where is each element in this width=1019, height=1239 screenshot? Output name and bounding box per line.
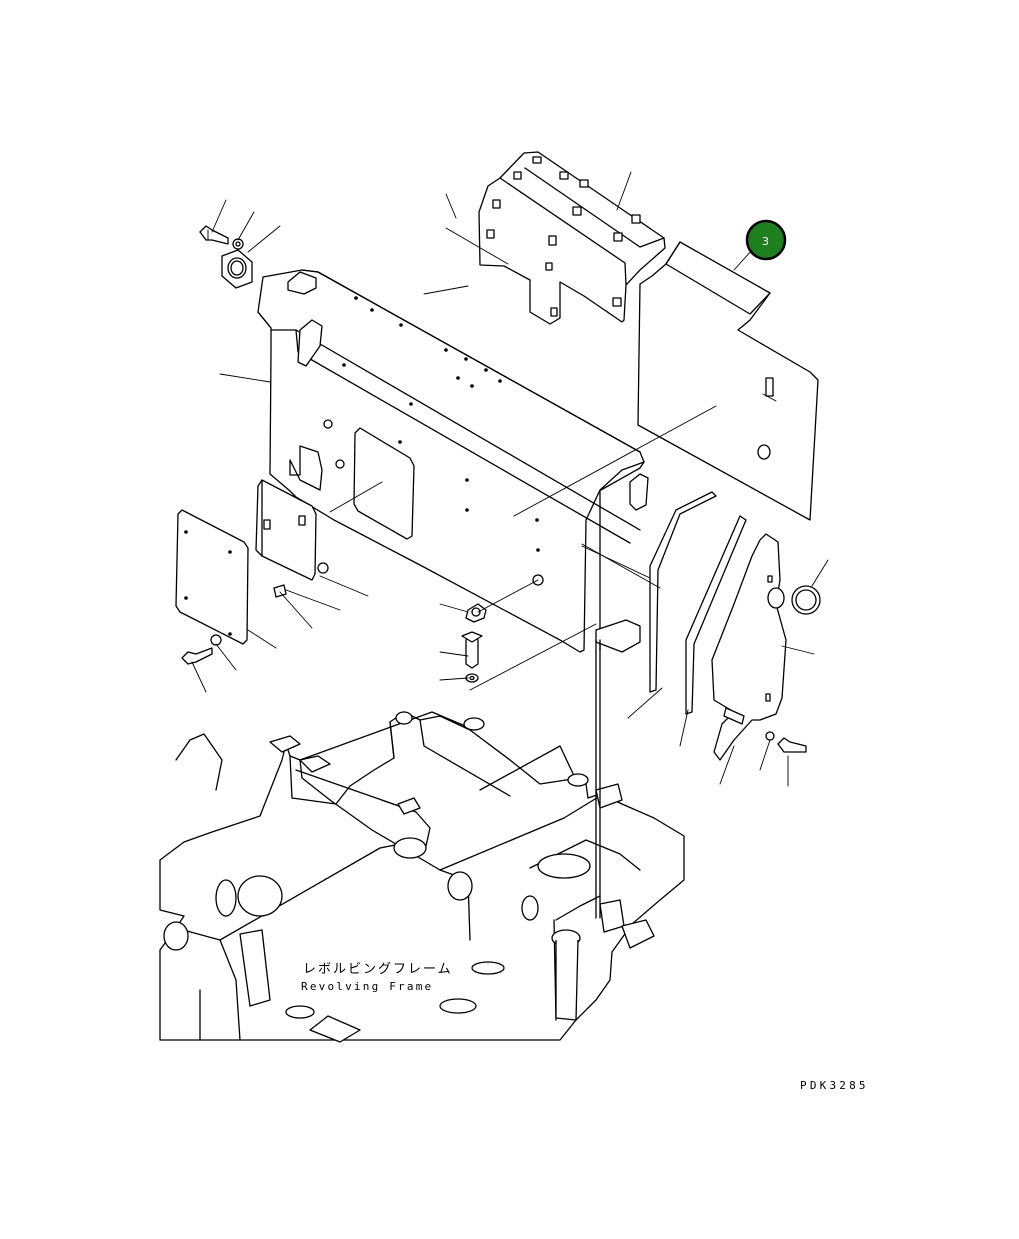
main-frame — [257, 269, 649, 653]
leader-lines — [191, 171, 829, 787]
top-plate — [478, 151, 666, 325]
right-back-panel — [637, 241, 819, 521]
revolving-frame — [159, 639, 685, 1043]
drawing-code: PDK3285 — [800, 1079, 869, 1092]
center-bolts — [461, 603, 487, 683]
callout-3[interactable]: 3 — [745, 219, 787, 261]
left-cover-plates — [175, 479, 329, 665]
callout-3-number: 3 — [762, 235, 769, 248]
frame-label-jp: レボルビングフレーム — [303, 962, 453, 977]
top-left-fasteners — [199, 225, 253, 289]
right-side-parts — [649, 491, 821, 761]
callout-3-circle[interactable] — [745, 219, 787, 261]
frame-label-en: Revolving Frame — [301, 980, 433, 993]
